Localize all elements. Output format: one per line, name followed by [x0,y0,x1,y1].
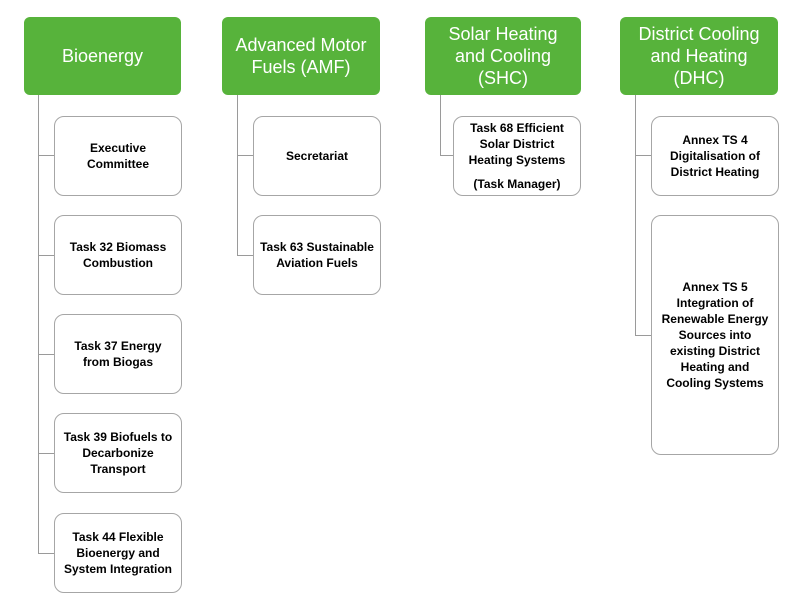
box-executive-committee: Executive Committee [54,116,182,196]
header-shc: Solar Heating and Cooling (SHC) [425,17,581,95]
header-dhc: District Cooling and Heating (DHC) [620,17,778,95]
connector-bioenergy-3 [38,354,54,355]
box-label: Task 39 Biofuels to Decarbonize Transpor… [63,430,173,476]
connector-bioenergy [38,95,39,553]
box-task-32: Task 32 Biomass Combustion [54,215,182,295]
box-label: Executive Committee [86,141,149,171]
box-task-39: Task 39 Biofuels to Decarbonize Transpor… [54,413,182,493]
connector-dhc [635,95,636,336]
box-label: Annex TS 4 Digitalisation of District He… [670,133,760,179]
box-task-44: Task 44 Flexible Bioenergy and System In… [54,513,182,593]
box-label: Task 44 Flexible Bioenergy and System In… [63,530,173,576]
box-label: Task 32 Biomass Combustion [69,240,167,270]
box-task-68: Task 68 Efficient Solar District Heating… [453,116,581,196]
connector-shc-1 [440,155,453,156]
connector-bioenergy-1 [38,155,54,156]
connector-bioenergy-4 [38,453,54,454]
connector-dhc-1 [635,155,651,156]
header-amf: Advanced Motor Fuels (AMF) [222,17,380,95]
connector-amf-1 [237,155,253,156]
header-bioenergy: Bioenergy [24,17,181,95]
connector-amf-2 [237,255,253,256]
box-annex-ts4: Annex TS 4 Digitalisation of District He… [651,116,779,196]
connector-bioenergy-5 [38,553,54,554]
box-label: Task 63 Sustainable Aviation Fuels [260,240,374,270]
box-annex-ts5: Annex TS 5 Integration of Renewable Ener… [651,215,779,455]
connector-bioenergy-2 [38,255,54,256]
box-sublabel: (Task Manager) [473,177,561,191]
box-label: Secretariat [285,149,349,163]
connector-amf [237,95,238,256]
connector-dhc-2 [635,335,651,336]
box-secretariat: Secretariat [253,116,381,196]
box-label: Task 37 Energy from Biogas [74,339,162,369]
box-task-37: Task 37 Energy from Biogas [54,314,182,394]
box-label: Task 68 Efficient Solar District Heating… [468,121,566,167]
connector-shc [440,95,441,156]
box-task-63: Task 63 Sustainable Aviation Fuels [253,215,381,295]
box-label: Annex TS 5 Integration of Renewable Ener… [661,280,769,390]
